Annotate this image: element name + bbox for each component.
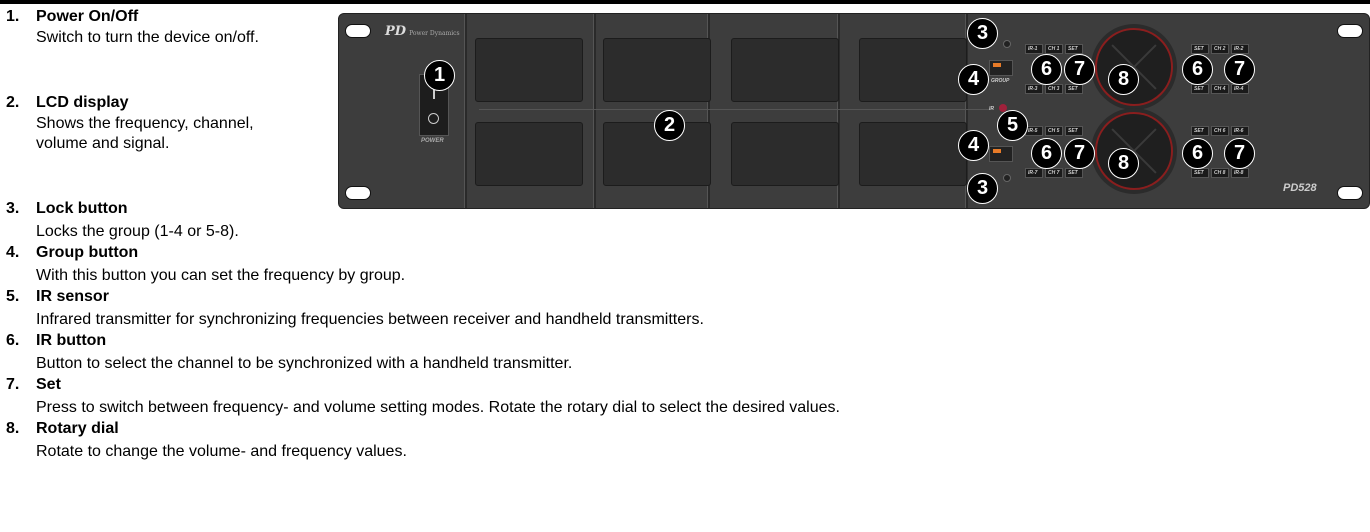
ir-button-1[interactable]: IR-1 [1025,44,1043,54]
lcd-display-ch3 [731,38,839,102]
rack-hole [1337,186,1363,200]
top-rule [0,0,1370,4]
group-label: GROUP [991,78,1010,84]
group-button-top[interactable] [989,60,1013,76]
set-button-1[interactable]: SET [1065,44,1083,54]
callout-7-top-left: 7 [1064,54,1095,85]
ch-label-2: CH 2 [1211,44,1229,54]
ch-label-5: CH 5 [1045,126,1063,136]
set-button-7[interactable]: SET [1065,168,1083,178]
item-number: 5. [6,288,20,305]
item-description: Rotate to change the volume- and frequen… [36,443,407,460]
lcd-display-ch2 [603,38,711,102]
rack-hole [1337,24,1363,38]
model-name: PD528 [1283,182,1317,194]
lcd-display-ch7 [731,122,839,186]
lcd-display-ch8 [859,122,967,186]
ch-label-1: CH 1 [1045,44,1063,54]
item-title: IR sensor [36,288,109,305]
item-description: Switch to turn the device on/off. [36,29,259,46]
set-button-2[interactable]: SET [1191,44,1209,54]
callout-3-bottom: 3 [967,173,998,204]
group-led [993,63,1001,67]
callout-1: 1 [424,60,455,91]
ch-label-7: CH 7 [1045,168,1063,178]
rotary-dial-top[interactable] [1095,28,1173,106]
set-button-8[interactable]: SET [1191,168,1209,178]
group-button-bottom[interactable] [989,146,1013,162]
set-button-3[interactable]: SET [1065,84,1083,94]
ir-button-4[interactable]: IR-4 [1231,84,1249,94]
callout-6-bottom-left: 6 [1031,138,1062,169]
divider [965,14,968,208]
callout-2: 2 [654,110,685,141]
item-title: IR button [36,332,107,349]
item-title: LCD display [36,94,129,111]
lcd-display-ch4 [859,38,967,102]
group-led [993,149,1001,153]
callout-6-top-left: 6 [1031,54,1062,85]
item-number: 7. [6,376,20,393]
item-number: 6. [6,332,20,349]
divider [464,14,467,208]
divider [707,14,710,208]
item-title: Set [36,376,61,393]
set-button-6[interactable]: SET [1191,126,1209,136]
item-title: Rotary dial [36,420,119,437]
rack-hole [345,24,371,38]
item-number: 3. [6,200,20,217]
ch-label-4: CH 4 [1211,84,1229,94]
callout-4-bottom: 4 [958,130,989,161]
set-button-5[interactable]: SET [1065,126,1083,136]
item-title: Lock button [36,200,128,217]
ir-button-2[interactable]: IR-2 [1231,44,1249,54]
item-number: 4. [6,244,20,261]
callout-5: 5 [997,110,1028,141]
lcd-display-ch1 [475,38,583,102]
item-description: Press to switch between frequency- and v… [36,399,840,416]
callout-6-top-right: 6 [1182,54,1213,85]
power-label: POWER [421,138,444,144]
ir-label: IR [989,106,994,112]
center-line [479,109,989,110]
lock-button-bottom[interactable] [1003,174,1011,182]
ir-button-6[interactable]: IR-6 [1231,126,1249,136]
item-description: With this button you can set the frequen… [36,267,406,284]
item-description: Button to select the channel to be synch… [36,355,573,372]
item-description: Locks the group (1-4 or 5-8). [36,223,239,240]
callout-7-top-right: 7 [1224,54,1255,85]
item-description: Infrared transmitter for synchronizing f… [36,311,704,328]
ir-button-3[interactable]: IR-3 [1025,84,1043,94]
callout-7-bottom-left: 7 [1064,138,1095,169]
callout-7-bottom-right: 7 [1224,138,1255,169]
divider [593,14,596,208]
item-number: 8. [6,420,20,437]
rotary-dial-bottom[interactable] [1095,112,1173,190]
ir-button-8[interactable]: IR-8 [1231,168,1249,178]
item-description: Shows the frequency, channel, volume and… [36,115,254,152]
ch-label-3: CH 3 [1045,84,1063,94]
set-button-4[interactable]: SET [1191,84,1209,94]
callout-8-bottom: 8 [1108,148,1139,179]
ir-sensor [999,104,1007,112]
item-title: Power On/Off [36,8,139,25]
ir-button-7[interactable]: IR-7 [1025,168,1043,178]
callout-3-top: 3 [967,18,998,49]
item-number: 2. [6,94,20,111]
item-number: 1. [6,8,20,25]
lcd-display-ch5 [475,122,583,186]
ch-label-6: CH 6 [1211,126,1229,136]
item-title: Group button [36,244,139,261]
callout-4-top: 4 [958,64,989,95]
divider [837,14,840,208]
callout-8-top: 8 [1108,64,1139,95]
ch-label-8: CH 8 [1211,168,1229,178]
callout-6-bottom-right: 6 [1182,138,1213,169]
rack-hole [345,186,371,200]
lock-button-top[interactable] [1003,40,1011,48]
